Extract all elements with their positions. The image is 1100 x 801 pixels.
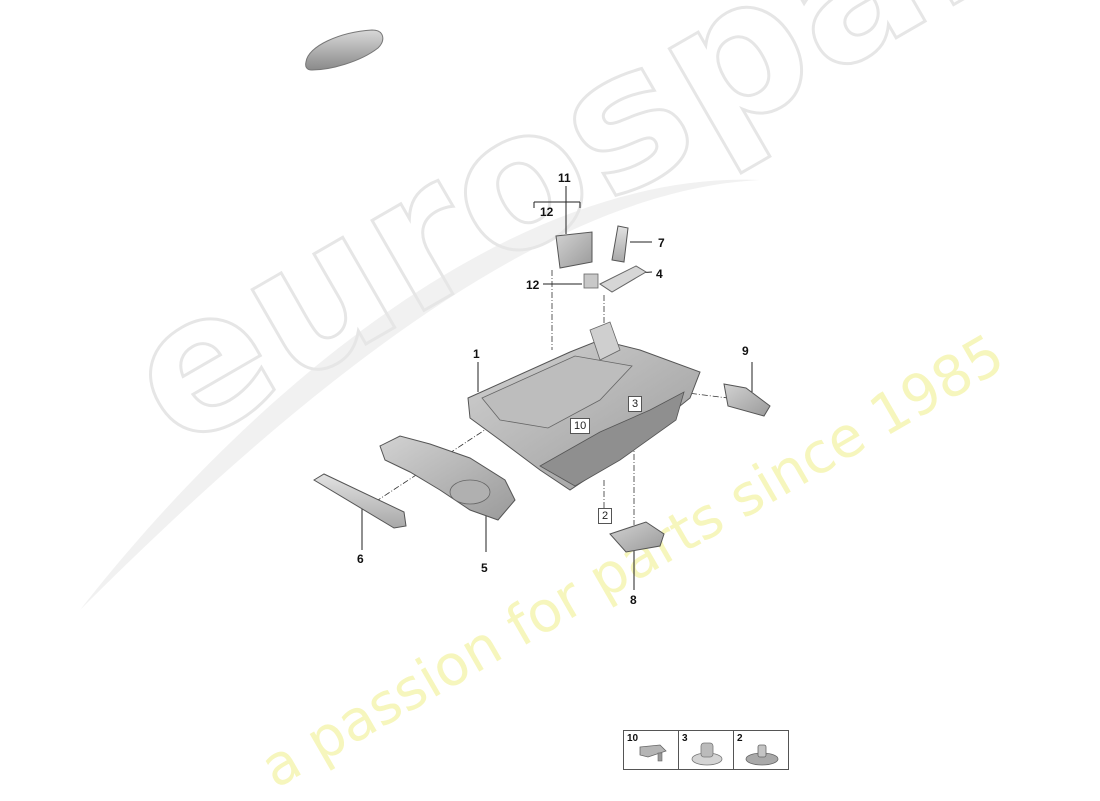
callout-12-top: 12 xyxy=(540,205,554,219)
callout-6: 6 xyxy=(357,552,364,566)
callout-8: 8 xyxy=(630,593,637,607)
callout-5: 5 xyxy=(481,561,488,575)
legend-number: 3 xyxy=(682,733,688,744)
callout-11: 11 xyxy=(558,171,571,185)
ref-box-3: 3 xyxy=(628,396,643,412)
small-parts-legend: 10 3 2 xyxy=(623,730,789,770)
clip-icon xyxy=(639,744,667,762)
part-8-plate xyxy=(609,521,665,553)
part-1-console-tray xyxy=(467,321,701,491)
part-4-pad xyxy=(599,265,647,293)
part-11-trim xyxy=(555,231,599,289)
part-7-trim xyxy=(611,225,629,263)
legend-item-2: 2 xyxy=(734,731,788,769)
ref-box-2: 2 xyxy=(598,508,613,524)
legend-item-3: 3 xyxy=(679,731,734,769)
legend-number: 2 xyxy=(737,733,743,744)
ref-box-10: 10 xyxy=(570,418,591,434)
vehicle-thumbnail xyxy=(305,29,384,71)
part-6-bracket xyxy=(313,473,407,529)
plastic-nut-icon xyxy=(691,742,723,766)
callout-9: 9 xyxy=(742,344,749,358)
legend-number: 10 xyxy=(627,733,639,744)
part-9-bracket xyxy=(723,383,771,417)
callout-1: 1 xyxy=(473,347,480,361)
callout-7: 7 xyxy=(658,236,665,250)
callout-4: 4 xyxy=(656,267,663,281)
expanding-nut-icon xyxy=(745,744,779,766)
legend-item-10: 10 xyxy=(624,731,679,769)
callout-12-side: 12 xyxy=(526,278,540,292)
part-5-duct xyxy=(379,435,516,521)
